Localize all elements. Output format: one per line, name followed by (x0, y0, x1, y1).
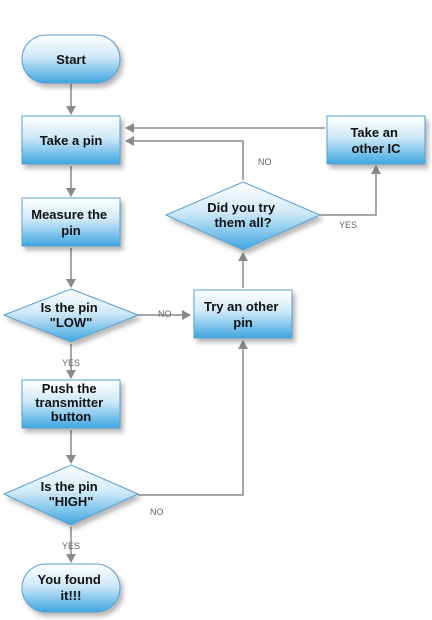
edge-tried-all-no (125, 136, 244, 180)
node-found: You found it!!! (21, 563, 121, 613)
node-tried-all-label: Did you try them all? (207, 200, 279, 230)
edges (66, 84, 381, 563)
node-take-ic-label: Take an other IC (350, 125, 401, 156)
edge-label-low-yes: YES (62, 358, 80, 368)
edge-label-all-yes: YES (339, 220, 357, 230)
edge-label-low-no: NO (158, 309, 172, 319)
edge-label-high-yes: YES (62, 541, 80, 551)
node-try-other: Try an other pin (193, 289, 293, 339)
edge-tried-all-yes (320, 165, 381, 216)
node-is-low-label: Is the pin "LOW" (41, 300, 102, 330)
node-is-low: Is the pin "LOW" (2, 288, 140, 343)
edge-labels: NO YES NO YES NO YES (62, 157, 357, 551)
node-take-pin: Take a pin (21, 115, 121, 165)
node-push-button: Push the transmitter button (21, 379, 121, 429)
node-push-button-label: Push the transmitter button (35, 381, 107, 424)
node-start-label: Start (56, 52, 86, 67)
node-take-ic: Take an other IC (326, 115, 426, 165)
node-take-pin-label: Take a pin (40, 133, 103, 148)
node-try-other-label: Try an other pin (204, 299, 282, 330)
edge-label-high-no: NO (150, 507, 164, 517)
node-start: Start (21, 34, 121, 84)
edge-label-all-no: NO (258, 157, 272, 167)
node-measure: Measure the pin (21, 197, 121, 247)
node-tried-all: Did you try them all? (164, 181, 322, 251)
node-found-label: You found it!!! (38, 572, 105, 603)
node-measure-label: Measure the pin (31, 207, 111, 238)
edge-is-high-no (138, 340, 248, 496)
node-is-high: Is the pin "HIGH" (2, 464, 140, 526)
node-is-high-label: Is the pin "HIGH" (41, 479, 102, 509)
